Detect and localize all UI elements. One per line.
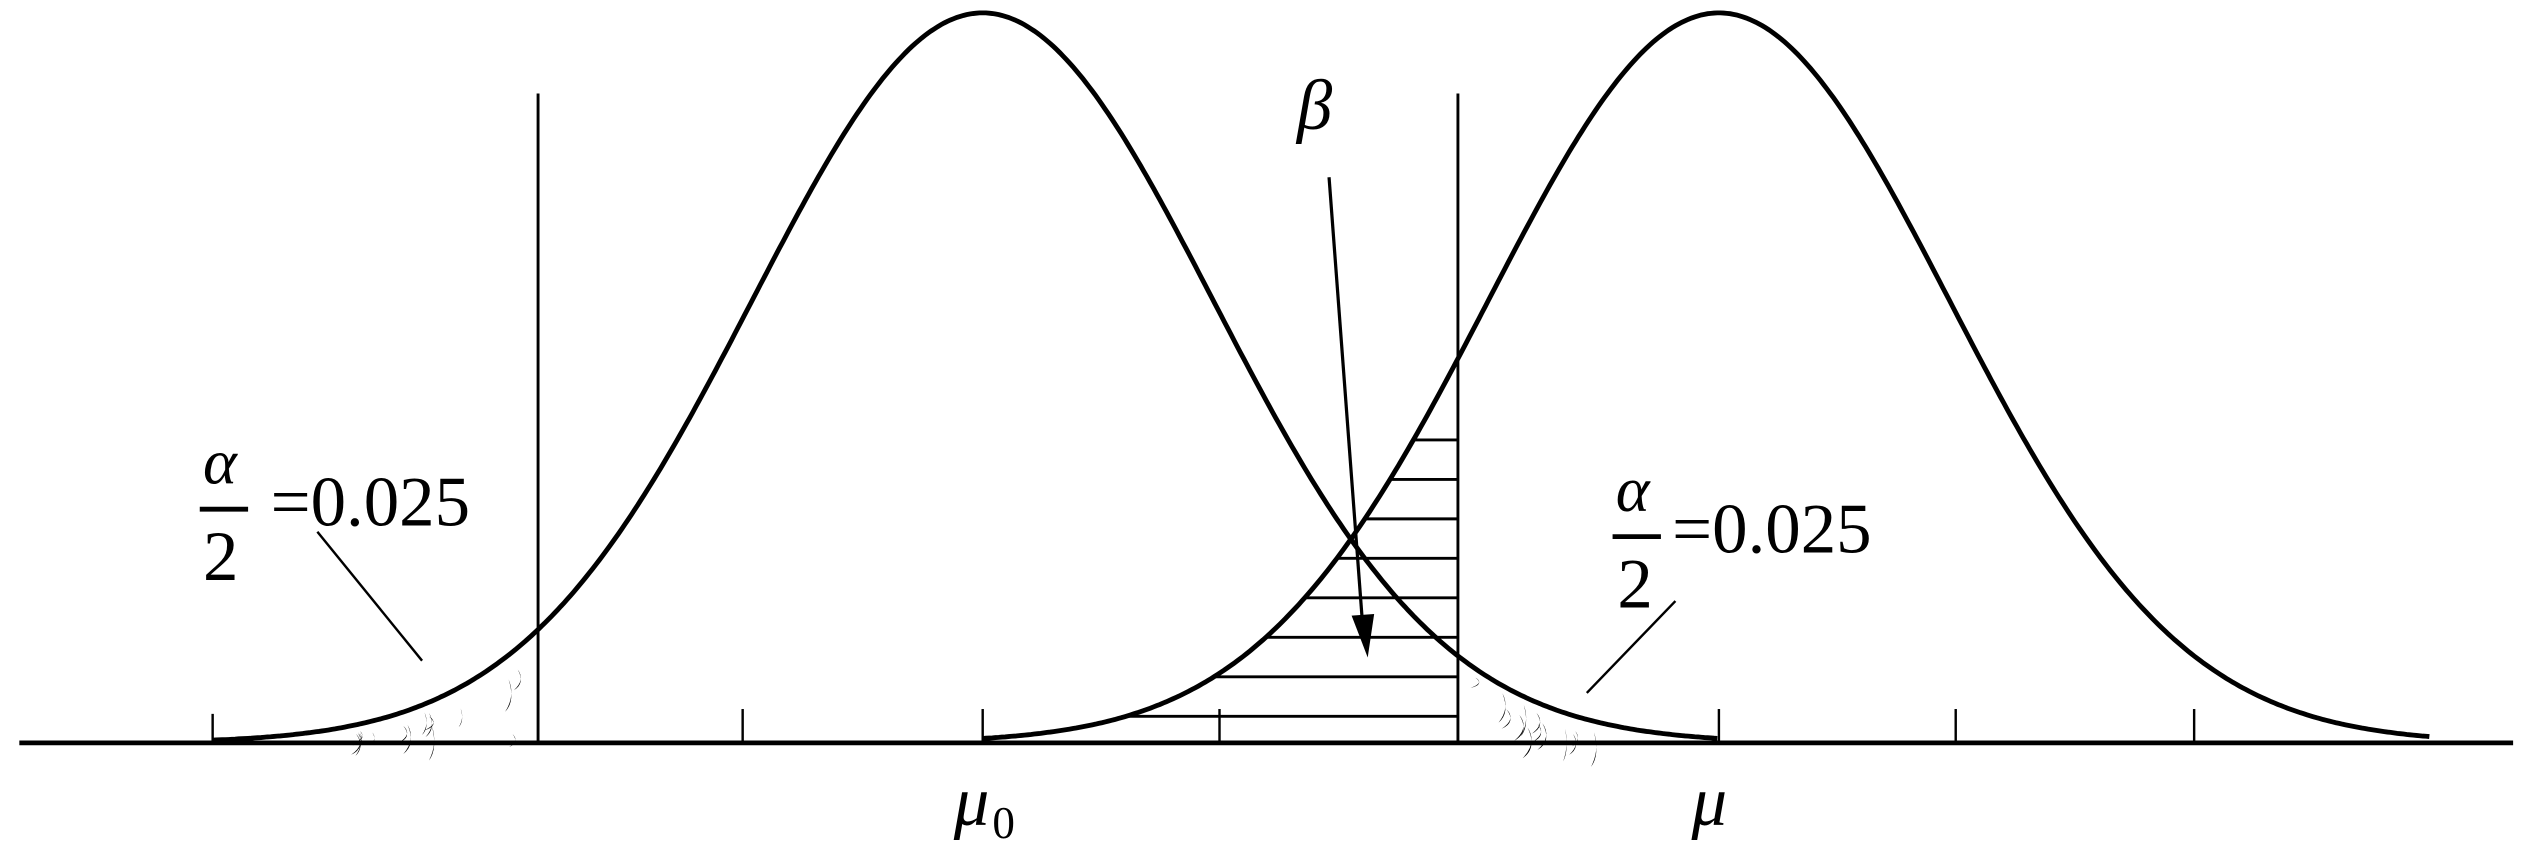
texture-mark [1514, 714, 1524, 741]
alpha-region-left [351, 669, 521, 761]
texture-mark [422, 712, 427, 736]
texture-mark [458, 708, 463, 728]
texture-mark [357, 733, 363, 750]
mu0-label: μ 0 [953, 763, 1015, 846]
axis-ticks [211, 709, 2196, 743]
texture-mark [1498, 693, 1506, 723]
texture-mark [1563, 728, 1567, 762]
null-distribution-curve [212, 10, 1718, 743]
svg-text:α: α [203, 426, 238, 497]
texture-mark [425, 713, 432, 738]
texture-mark [351, 733, 361, 755]
texture-mark [1569, 733, 1577, 755]
beta-region-hatching [982, 438, 1458, 718]
mu-label: μ [1691, 763, 1728, 841]
texture-mark [1470, 677, 1480, 688]
texture-mark [1572, 731, 1578, 747]
texture-mark [403, 724, 411, 755]
texture-mark [369, 732, 375, 746]
texture-mark [1537, 723, 1547, 751]
texture-mark [423, 716, 434, 731]
texture-mark [356, 730, 363, 742]
texture-mark [428, 726, 435, 761]
alpha-region-right [1470, 677, 1597, 767]
texture-mark [509, 734, 516, 747]
svg-text:=0.025: =0.025 [271, 463, 470, 541]
texture-mark [1533, 723, 1542, 742]
alpha-leader-left [316, 531, 424, 662]
beta-label: β [1295, 67, 1333, 145]
svg-text:=0.025: =0.025 [1672, 491, 1871, 569]
svg-text:μ: μ [953, 763, 990, 841]
svg-text:0: 0 [992, 798, 1015, 846]
beta-arrow [1327, 177, 1375, 658]
texture-mark [398, 725, 408, 743]
texture-mark [513, 669, 521, 691]
texture-mark [1501, 709, 1511, 729]
texture-mark [1520, 704, 1527, 737]
svg-text:2: 2 [1617, 545, 1652, 623]
alternative-distribution-curve [982, 10, 2430, 741]
texture-mark [505, 679, 512, 712]
alpha-label-left: α 2 =0.025 [199, 426, 470, 596]
alpha-leader-right [1585, 600, 1677, 694]
texture-mark [355, 732, 361, 756]
svg-text:2: 2 [203, 518, 238, 596]
texture-mark [1522, 727, 1532, 759]
svg-text:α: α [1616, 454, 1651, 525]
alpha-label-right: α 2 =0.025 [1612, 454, 1872, 624]
texture-mark [352, 733, 362, 746]
texture-mark [1531, 712, 1541, 734]
texture-mark [1590, 732, 1597, 767]
